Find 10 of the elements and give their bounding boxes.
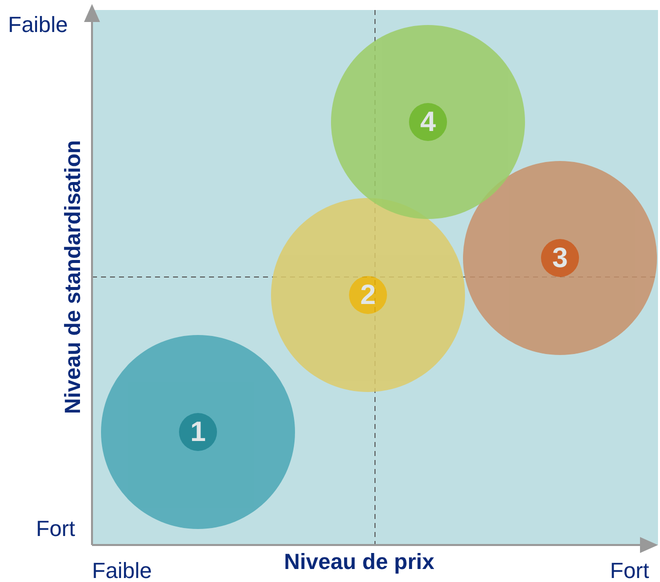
- number-badge: 4: [409, 103, 447, 141]
- axis-title: Niveau de standardisation: [60, 140, 86, 416]
- axis-end-label: Fort: [610, 558, 650, 582]
- number-badge: 1: [179, 413, 217, 451]
- number-badge: 2: [349, 276, 387, 314]
- axis-end-label: Faible: [92, 558, 152, 582]
- axis-title: Niveau de prix: [284, 549, 434, 575]
- number-badge: 3: [541, 239, 579, 277]
- axis-end-label: Faible: [8, 12, 68, 38]
- axis-end-label: Fort: [36, 516, 76, 542]
